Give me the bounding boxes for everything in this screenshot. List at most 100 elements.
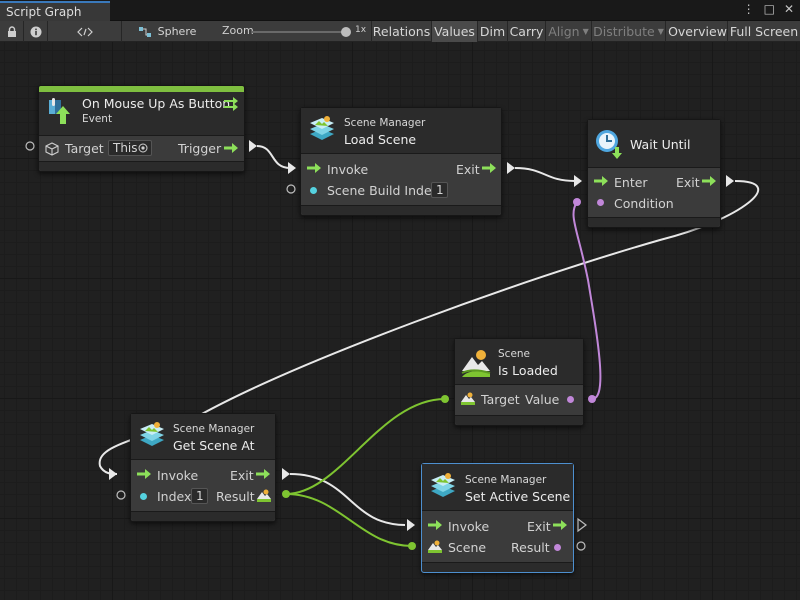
node-title: Set Active Scene (465, 489, 571, 504)
flow-out-arrow-icon[interactable] (702, 176, 716, 186)
zoom-value: 1x (355, 25, 367, 35)
node-get-scene-at[interactable]: Scene Manager Get Scene At Invoke Exit I… (130, 413, 276, 522)
scene-manager-icon (431, 473, 455, 497)
node-header: On Mouse Up As Button Event (39, 92, 244, 136)
exit-label: Exit (456, 162, 480, 177)
clock-icon (596, 130, 622, 159)
node-footer (455, 415, 583, 425)
graph-object-field[interactable]: Sphere (122, 21, 212, 42)
exit-label: Exit (527, 519, 551, 534)
node-body: Target This Trigger (39, 136, 244, 164)
scene-port-icon (428, 540, 442, 553)
node-category: Scene Manager (465, 474, 547, 486)
tab-script-graph[interactable]: Script Graph (0, 1, 110, 21)
node-header: Scene Manager Set Active Scene (422, 464, 573, 511)
node-title: On Mouse Up As Button (82, 96, 231, 111)
carry-button[interactable]: Carry (508, 21, 546, 42)
node-header: Scene Manager Load Scene (301, 108, 501, 154)
node-category: Scene Manager (173, 423, 255, 435)
scene-port-icon (461, 392, 475, 405)
invoke-label: Invoke (448, 519, 490, 534)
node-body: Enter Exit Condition (588, 168, 720, 218)
relations-button[interactable]: Relations (372, 21, 432, 42)
lock-icon (7, 26, 16, 37)
scene-manager-icon (140, 422, 164, 446)
zoom-slider-track[interactable] (252, 31, 348, 33)
node-title: Wait Until (630, 137, 691, 152)
values-button[interactable]: Values (432, 21, 478, 42)
target-label: Target (65, 141, 104, 156)
tab-title: Script Graph (6, 5, 82, 19)
info-button[interactable] (24, 21, 48, 42)
dim-label: Dim (479, 24, 506, 39)
flow-in-arrow-icon[interactable] (594, 176, 608, 186)
overview-button[interactable]: Overview (668, 21, 728, 42)
value-label: Value (525, 392, 560, 407)
dim-button[interactable]: Dim (478, 21, 508, 42)
flow-out-arrow-icon[interactable] (224, 143, 238, 153)
scene-port-icon (257, 489, 271, 502)
carry-label: Carry (509, 24, 544, 39)
flow-in-arrow-icon[interactable] (307, 163, 321, 173)
distribute-dropdown[interactable]: Distribute▼ (592, 21, 666, 42)
embed-button[interactable] (48, 21, 122, 42)
zoom-label: Zoom (222, 24, 254, 37)
cube-icon (45, 142, 59, 156)
index-value: 1 (196, 489, 204, 503)
exit-label: Exit (230, 468, 254, 483)
window-tab-bar: Script Graph ⋮ □ ✕ (0, 0, 800, 21)
node-load-scene[interactable]: Scene Manager Load Scene Invoke Exit Sce… (300, 107, 502, 216)
align-dropdown[interactable]: Align▼ (546, 21, 592, 42)
node-wait-until[interactable]: Wait Until Enter Exit Condition (587, 119, 721, 228)
node-category: Scene Manager (344, 117, 426, 129)
code-brackets-icon (76, 27, 93, 36)
node-body: Target Value (455, 385, 583, 415)
index-label: Index (157, 489, 192, 504)
node-title: Is Loaded (498, 363, 558, 378)
distribute-label: Distribute (593, 24, 655, 39)
index-field[interactable]: 1 (191, 488, 208, 504)
lock-button[interactable] (0, 21, 24, 42)
bool-port-dot[interactable] (567, 396, 574, 403)
flow-out-arrow-icon[interactable] (256, 469, 270, 479)
node-set-active-scene[interactable]: Scene Manager Set Active Scene Invoke Ex… (421, 463, 574, 573)
flow-in-arrow-icon[interactable] (137, 469, 151, 479)
zoom-control: Zoom 1x (212, 21, 372, 42)
int-port-dot[interactable] (140, 493, 147, 500)
bool-port-dot[interactable] (597, 199, 604, 206)
maximize-icon[interactable]: □ (763, 2, 775, 16)
invoke-label: Invoke (327, 162, 369, 177)
node-header: Scene Is Loaded (455, 339, 583, 385)
fullscreen-button[interactable]: Full Screen (728, 21, 800, 42)
target-value: This (113, 141, 138, 155)
values-label: Values (434, 24, 475, 39)
menu-icon[interactable]: ⋮ (742, 2, 755, 16)
flow-in-arrow-icon[interactable] (428, 520, 442, 530)
result-label: Result (511, 540, 550, 555)
zoom-slider-handle[interactable] (341, 27, 351, 37)
int-port-dot[interactable] (310, 187, 317, 194)
flow-out-arrow-icon[interactable] (553, 520, 567, 530)
result-label: Result (216, 489, 255, 504)
info-icon (30, 26, 41, 37)
condition-label: Condition (614, 196, 674, 211)
chevron-down-icon: ▼ (657, 27, 664, 36)
node-footer (422, 562, 573, 572)
scene-build-index-field[interactable]: 1 (431, 182, 448, 198)
node-footer (301, 205, 501, 215)
object-port-dot[interactable] (554, 544, 561, 551)
node-category: Scene (498, 348, 531, 360)
window-controls: ⋮ □ ✕ (743, 2, 794, 16)
invoke-label: Invoke (157, 468, 199, 483)
node-title: Load Scene (344, 132, 417, 147)
close-icon[interactable]: ✕ (783, 2, 794, 16)
target-field[interactable]: This (108, 140, 152, 156)
graph-object-name: Sphere (157, 25, 197, 38)
relations-label: Relations (372, 24, 431, 39)
node-is-loaded[interactable]: Scene Is Loaded Target Value (454, 338, 584, 426)
flow-out-arrow-icon[interactable] (482, 163, 496, 173)
node-on-mouse-up-as-button[interactable]: On Mouse Up As Button Event Target This … (38, 85, 245, 172)
node-footer (39, 161, 244, 171)
node-body: Invoke Exit Scene Result (422, 511, 573, 563)
enter-label: Enter (614, 175, 648, 190)
